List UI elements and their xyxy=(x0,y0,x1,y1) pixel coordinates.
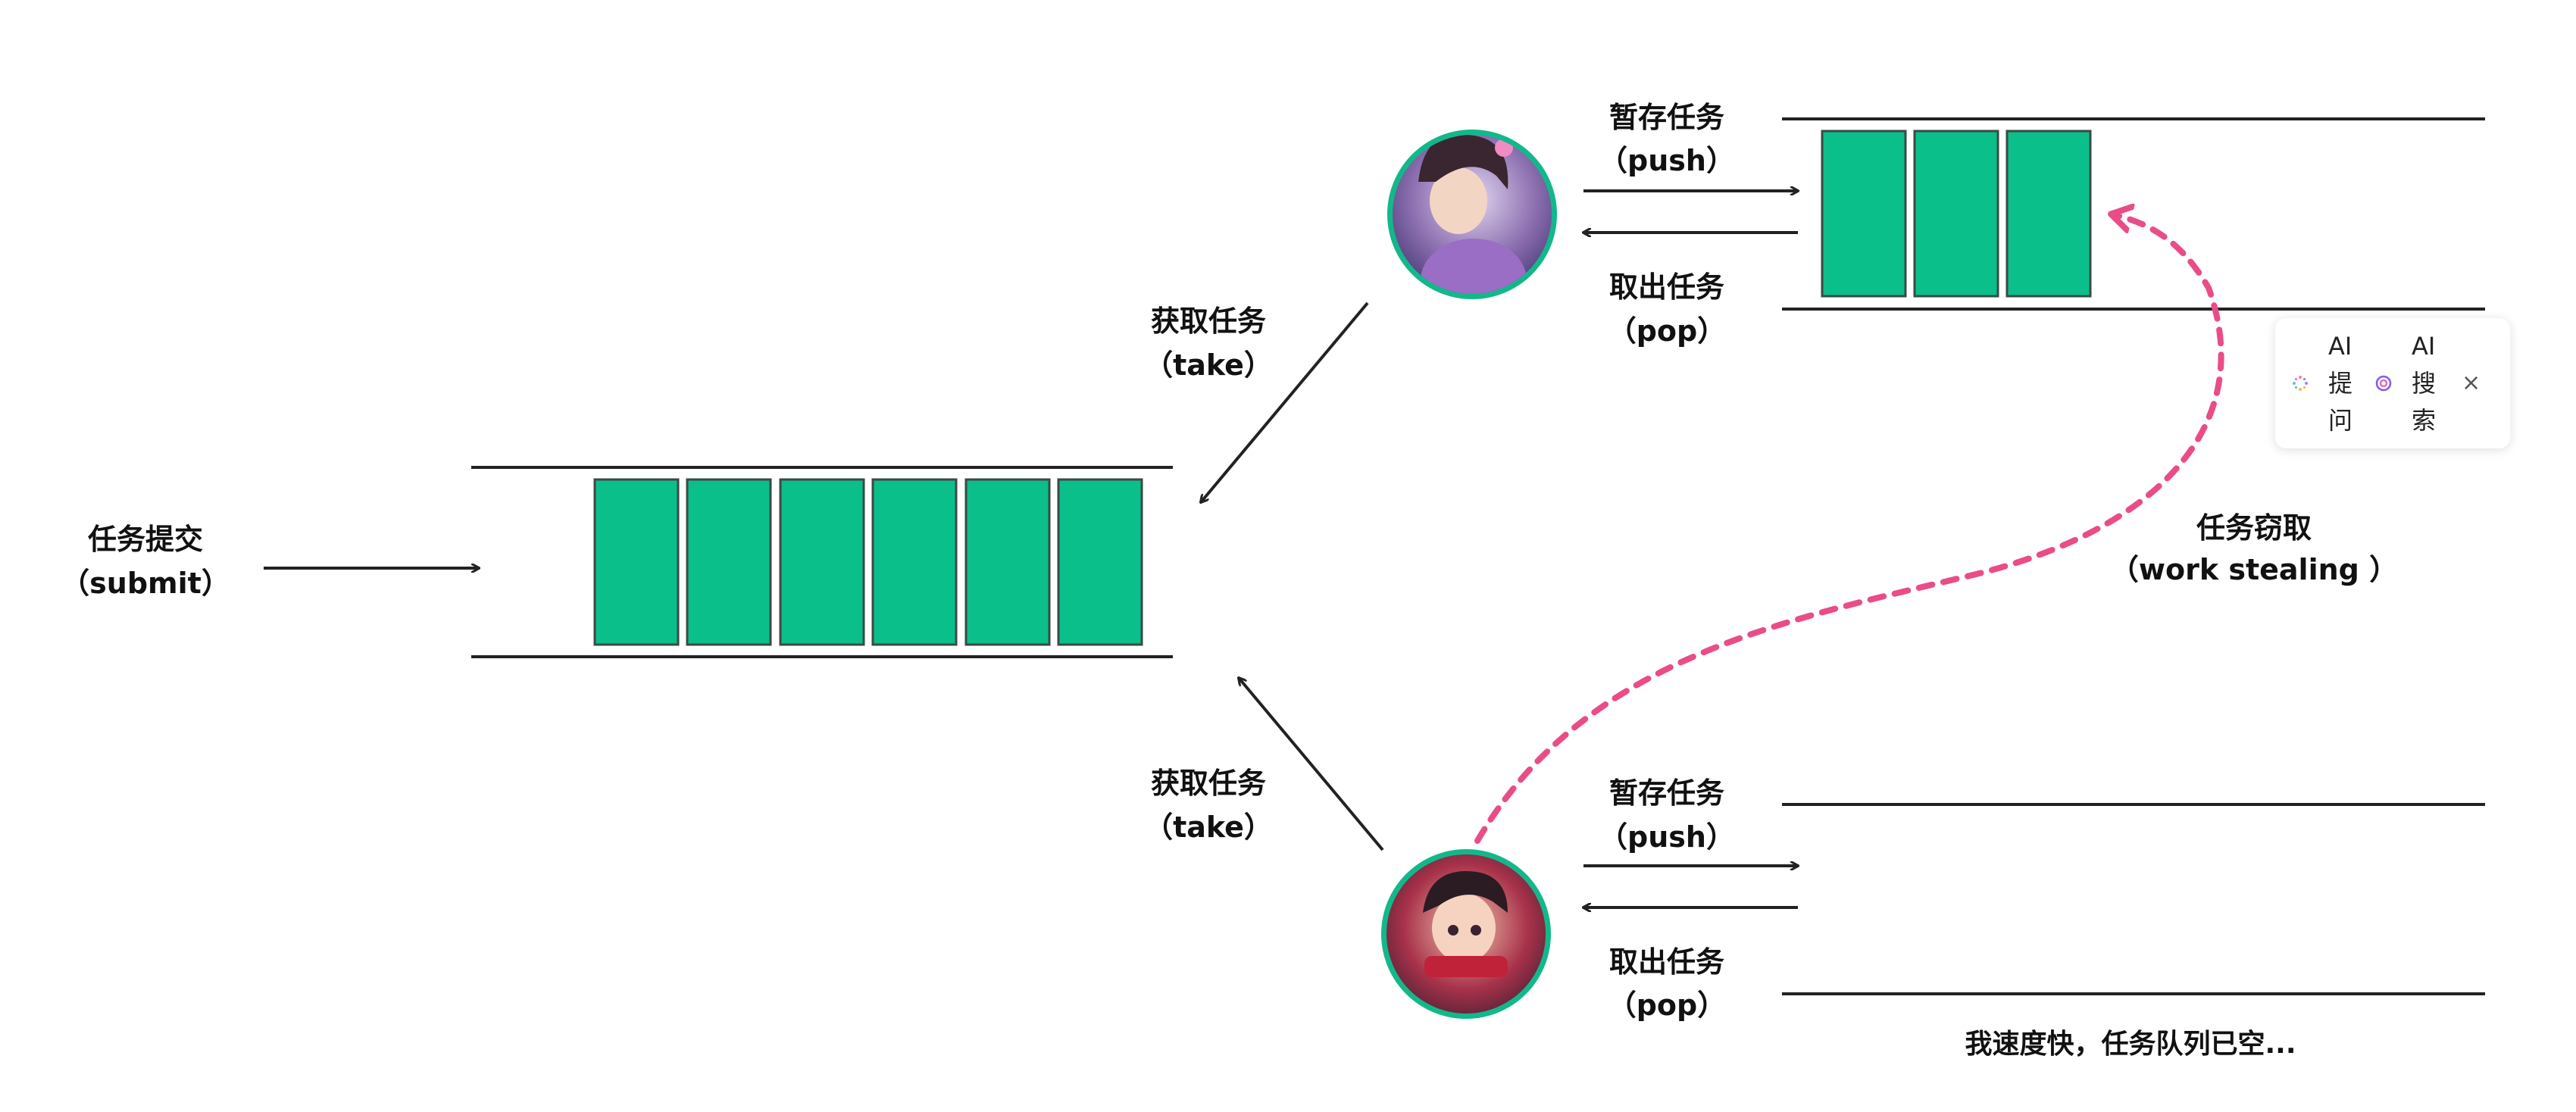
take-top-zh: 获取任务 xyxy=(1151,305,1266,338)
worker1-queue xyxy=(1782,117,2485,311)
ai-floating-toolbar: AI提问 AI搜索 × xyxy=(2275,318,2510,448)
worker2-pop-en: （pop） xyxy=(1608,989,1727,1022)
ai-search-button[interactable]: AI搜索 xyxy=(2359,318,2442,448)
main-task-block xyxy=(964,478,1051,646)
close-icon[interactable]: × xyxy=(2462,370,2481,396)
take-bottom-arrow xyxy=(1239,678,1384,851)
ai-search-icon xyxy=(2375,375,2392,392)
main-task-block xyxy=(871,478,958,646)
submit-label-zh: 任务提交 xyxy=(88,523,203,556)
main-task-block xyxy=(686,478,772,646)
worker2-pop-zh: 取出任务 xyxy=(1609,945,1724,979)
main-task-block xyxy=(779,478,865,646)
take-bottom-zh: 获取任务 xyxy=(1151,767,1266,800)
submit-label-en: （submit） xyxy=(61,567,230,600)
worker1-task-block xyxy=(2005,130,2092,298)
worker1-task-block xyxy=(1821,130,1907,298)
worker2-avatar xyxy=(1381,849,1551,1019)
worker2-empty-note: 我速度快，任务队列已空... xyxy=(1965,1029,2296,1060)
main-queue xyxy=(471,466,1173,658)
worker2-push-en: （push） xyxy=(1599,820,1735,854)
work-stealing-arrow xyxy=(1474,214,2224,844)
ai-search-label: AI搜索 xyxy=(2412,331,2437,435)
worker2-queue xyxy=(1782,803,2485,995)
worker1-pop-en: （pop） xyxy=(1608,314,1727,348)
worker1-task-block xyxy=(1913,130,1999,298)
stealing-label-zh: 任务窃取 xyxy=(2196,511,2312,545)
take-top-arrow xyxy=(1201,301,1369,502)
ai-ask-button[interactable]: AI提问 xyxy=(2275,318,2359,448)
worker1-push-en: （push） xyxy=(1599,144,1735,177)
take-bottom-en: （take） xyxy=(1144,811,1273,844)
take-top-en: （take） xyxy=(1144,348,1273,382)
stealing-label-en: （work stealing ） xyxy=(2110,553,2398,586)
main-task-block xyxy=(593,478,680,646)
worker1-push-zh: 暂存任务 xyxy=(1609,101,1724,134)
worker1-avatar xyxy=(1387,130,1557,299)
worker1-pop-zh: 取出任务 xyxy=(1609,270,1724,304)
main-task-block xyxy=(1057,478,1143,646)
worker2-push-zh: 暂存任务 xyxy=(1609,776,1724,810)
ai-ask-label: AI提问 xyxy=(2328,331,2353,435)
sparkle-icon xyxy=(2293,376,2308,391)
